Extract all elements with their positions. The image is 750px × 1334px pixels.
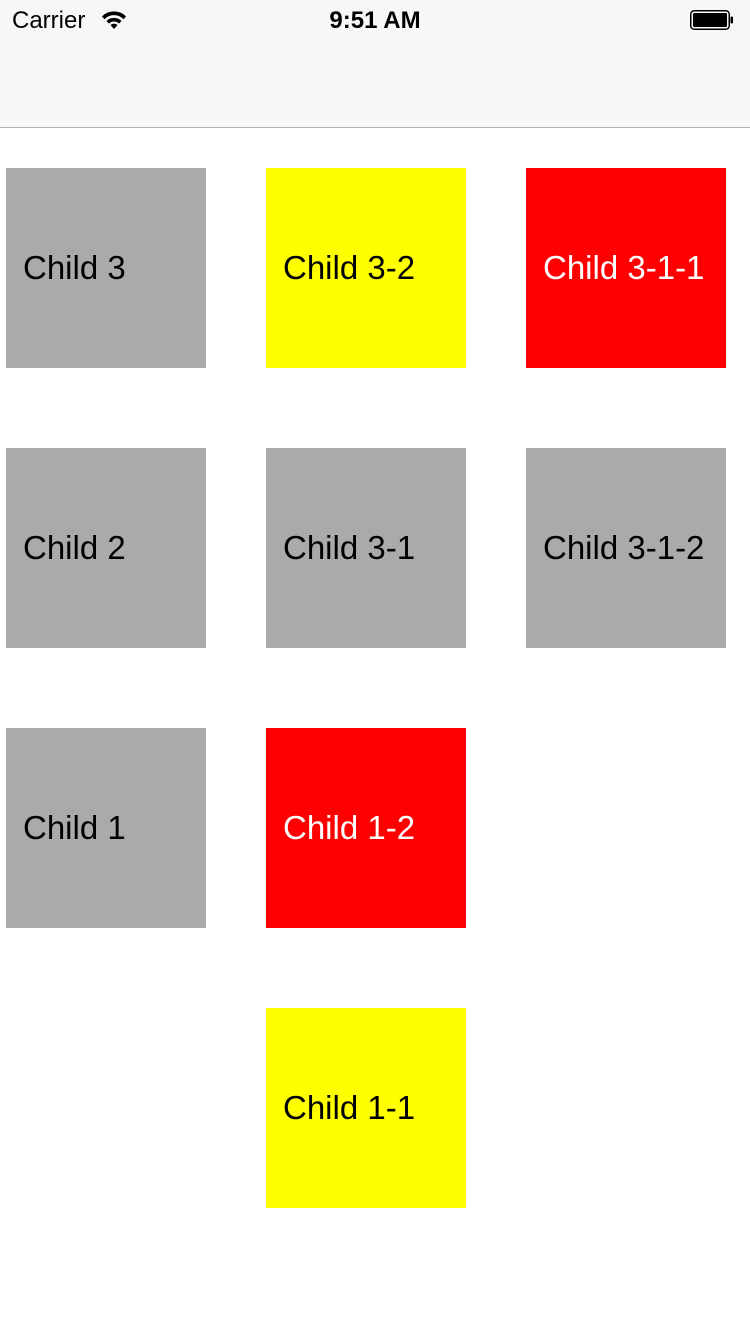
- status-time: 9:51 AM: [329, 7, 421, 34]
- tile-label: Child 1-1: [283, 1089, 416, 1126]
- tile-child-3-1-1[interactable]: Child 3-1-1: [526, 168, 726, 368]
- tile-label: Child 3-1-1: [543, 249, 705, 286]
- battery-icon: [690, 10, 733, 30]
- tile-child-3[interactable]: Child 3: [6, 168, 206, 368]
- tile-label: Child 3-2: [283, 249, 416, 286]
- tile-label: Child 3-1: [283, 529, 416, 566]
- tile-child-3-1-2[interactable]: Child 3-1-2: [526, 448, 726, 648]
- tile-child-2[interactable]: Child 2: [6, 448, 206, 648]
- tile-label: Child 3: [23, 249, 126, 286]
- tile-label: Child 3-1-2: [543, 529, 705, 566]
- wifi-icon: [102, 11, 126, 29]
- carrier-label: Carrier: [12, 7, 86, 34]
- tile-label: Child 2: [23, 529, 126, 566]
- tile-child-1-1[interactable]: Child 1-1: [266, 1008, 466, 1208]
- navigation-bar: Carrier 9:51 AM: [0, 0, 750, 128]
- tile-label: Child 1-2: [283, 809, 416, 846]
- tile-child-1-2[interactable]: Child 1-2: [266, 728, 466, 928]
- tile-child-3-1[interactable]: Child 3-1: [266, 448, 466, 648]
- tile-child-3-2[interactable]: Child 3-2: [266, 168, 466, 368]
- status-bar: Carrier 9:51 AM: [0, 0, 750, 40]
- tile-label: Child 1: [23, 809, 126, 846]
- tile-child-1[interactable]: Child 1: [6, 728, 206, 928]
